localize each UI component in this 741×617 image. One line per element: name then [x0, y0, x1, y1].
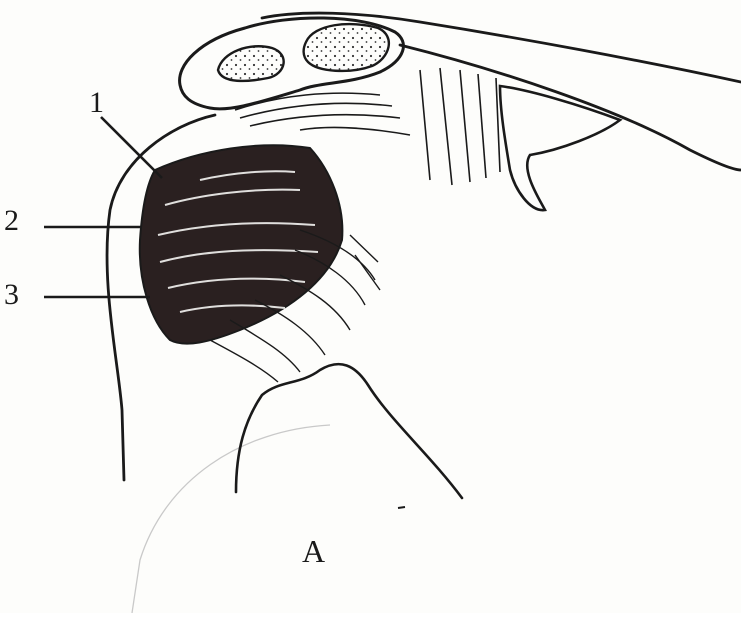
coracoid-process-outline — [500, 86, 620, 210]
callout-label-1: 1 — [89, 88, 104, 118]
humerus-shaft-outline — [236, 364, 462, 498]
bone-section-right — [304, 24, 389, 71]
rotator-cuff-dark-mass — [140, 145, 343, 343]
leader-line-1 — [101, 117, 162, 178]
small-mark — [398, 507, 405, 508]
panel-label: A — [302, 535, 325, 567]
callout-label-3: 3 — [4, 280, 19, 310]
callout-label-2: 2 — [4, 206, 19, 236]
bone-section-left — [218, 46, 284, 81]
faint-contour-line — [132, 425, 330, 613]
